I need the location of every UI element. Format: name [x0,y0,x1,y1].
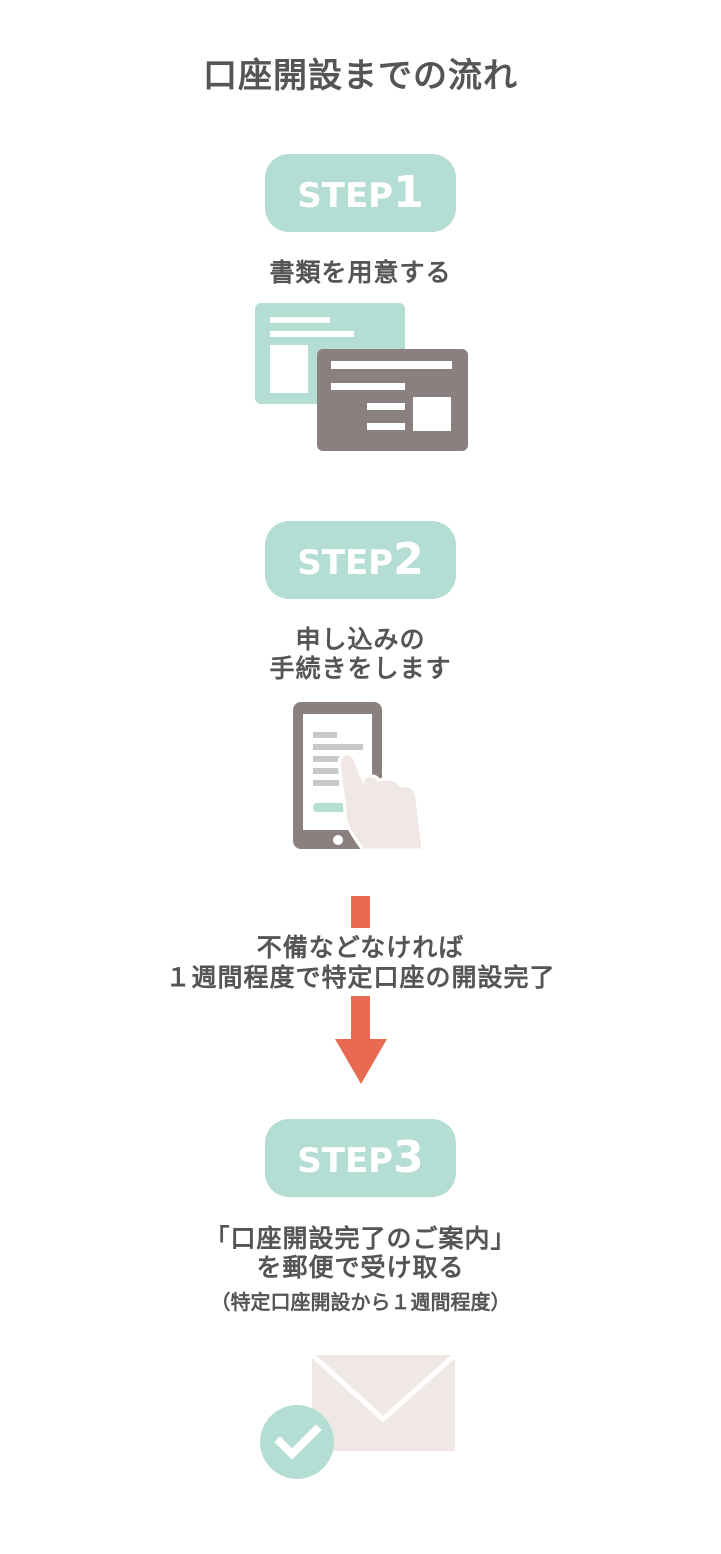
smartphone-tap-icon [293,702,425,852]
transition-note-line-1: 不備などなければ [256,933,465,962]
step-1-description: 書類を用意する [0,258,721,287]
documents-icon [255,303,468,451]
step-2-description-line-1: 申し込みの [295,625,426,654]
step-3-description-line-1: 「口座開設完了のご案内」 [204,1224,517,1253]
step-2-badge: STEP2 [265,521,456,599]
step-1-badge-number: 1 [393,167,424,218]
page-title: 口座開設までの流れ [203,56,518,96]
step-1-badge: STEP1 [265,154,456,232]
down-arrow-shaft-top [351,896,370,928]
step-3-description-line-2: を郵便で受け取る [256,1253,465,1282]
envelope-check-icon [260,1353,457,1479]
step-3-badge-word: STEP [297,1141,394,1181]
step-2-description: 申し込みの 手続きをします [0,625,721,683]
transition-note: 不備などなければ １週間程度で特定口座の開設完了 [0,933,721,993]
down-arrow-icon [335,1039,387,1084]
step-2-description-line-2: 手続きをします [269,654,452,683]
step-2-badge-number: 2 [393,534,424,585]
step-3-description-note: （特定口座開設から１週間程度） [210,1290,511,1314]
down-arrow-shaft-bottom [351,996,370,1040]
step-3-description: 「口座開設完了のご案内」 を郵便で受け取る （特定口座開設から１週間程度） [0,1224,721,1317]
step-2-badge-word: STEP [297,543,394,583]
step-1-badge-word: STEP [297,176,394,216]
step-1-description-line: 書類を用意する [269,258,452,287]
step-3-badge-number: 3 [393,1132,424,1183]
transition-note-line-2: １週間程度で特定口座の開設完了 [165,963,556,992]
step-3-badge: STEP3 [265,1119,456,1197]
